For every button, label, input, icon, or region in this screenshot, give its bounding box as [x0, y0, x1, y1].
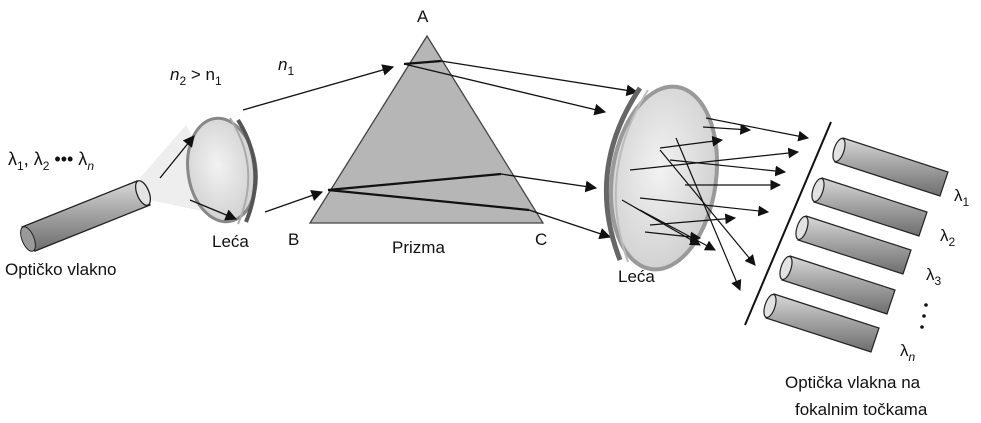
- lens2-label: Leća: [618, 267, 655, 286]
- output-fiber-1: [832, 137, 949, 197]
- internal-ray-1: [327, 172, 502, 192]
- ellipsis-dots: [920, 303, 928, 329]
- input-wavelengths-label: λ1, λ2 ••• λn: [8, 149, 94, 173]
- n1-label: n1: [278, 55, 294, 78]
- output-fibers-label-line2: fokalnim točkama: [795, 400, 928, 419]
- vertex-c-label: C: [535, 230, 547, 249]
- ray-to-lens1-bottom: [189, 199, 238, 221]
- ray-prism-to-lens2-2: [403, 63, 607, 116]
- ray-prism-to-lens2-1: [440, 60, 639, 97]
- prism: [308, 34, 545, 224]
- internal-ray-top: [403, 59, 442, 66]
- out-lambda2-label: λ2: [940, 226, 956, 249]
- ray-lens1-to-prism-top: [242, 64, 395, 111]
- output-fiber-5: [763, 293, 880, 353]
- output-fiber-3: [795, 215, 912, 275]
- ray-to-lens1-top: [159, 135, 195, 179]
- focal-plane: [744, 121, 832, 326]
- ray-prism-to-lens2-4: [528, 209, 612, 240]
- ray-lens1-to-prism-bottom: [264, 189, 324, 213]
- ray-prism-to-lens2-3: [500, 173, 598, 193]
- n2-gt-n1-label: n2 > n1: [170, 65, 222, 88]
- out-lambdan-label: λn: [900, 341, 916, 364]
- focused-rays: [621, 117, 810, 291]
- lens-1: [186, 116, 258, 225]
- output-fibers-label-line1: Optička vlakna na: [785, 373, 921, 392]
- internal-ray-2: [327, 188, 530, 212]
- input-fiber-label: Optičko vlakno: [5, 260, 117, 279]
- output-fiber-2: [811, 177, 928, 237]
- input-fiber: [20, 180, 152, 252]
- vertex-a-label: A: [417, 7, 429, 26]
- lens1-label: Leća: [212, 232, 249, 251]
- output-fiber-4: [779, 255, 896, 315]
- prism-label: Prizma: [392, 238, 445, 257]
- vertex-b-label: B: [288, 230, 299, 249]
- out-lambda3-label: λ3: [926, 265, 942, 288]
- out-lambda1-label: λ1: [954, 186, 970, 209]
